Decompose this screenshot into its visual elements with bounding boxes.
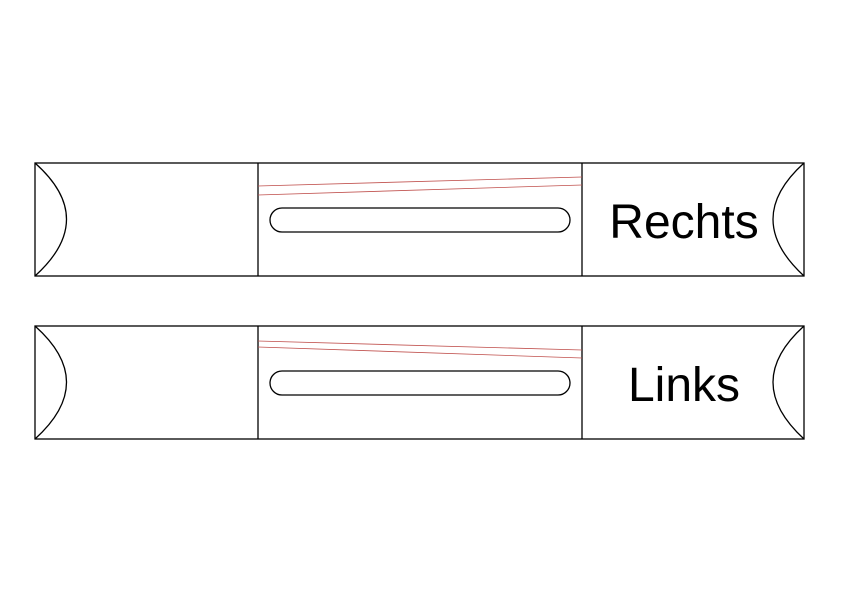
part-rechts-right-end-arc xyxy=(772,162,805,277)
part-rechts-slot xyxy=(269,207,571,233)
part-links-right-end-arc xyxy=(772,325,805,440)
part-rechts-outline xyxy=(34,162,805,277)
part-links-guide-line-1 xyxy=(257,340,583,351)
part-rechts-guide-line-2 xyxy=(257,184,583,196)
part-rechts-label: Rechts xyxy=(609,196,758,249)
part-rechts-left-end-arc xyxy=(34,162,67,277)
part-links: Links xyxy=(34,325,805,440)
part-links-left-end-arc xyxy=(34,325,67,440)
part-rechts: Rechts xyxy=(34,162,805,277)
part-links-guide-line-2 xyxy=(257,346,583,359)
part-rechts-guide-line-1 xyxy=(257,176,583,187)
part-links-outline xyxy=(34,325,805,440)
part-links-slot xyxy=(269,370,571,396)
part-links-label: Links xyxy=(628,359,740,412)
